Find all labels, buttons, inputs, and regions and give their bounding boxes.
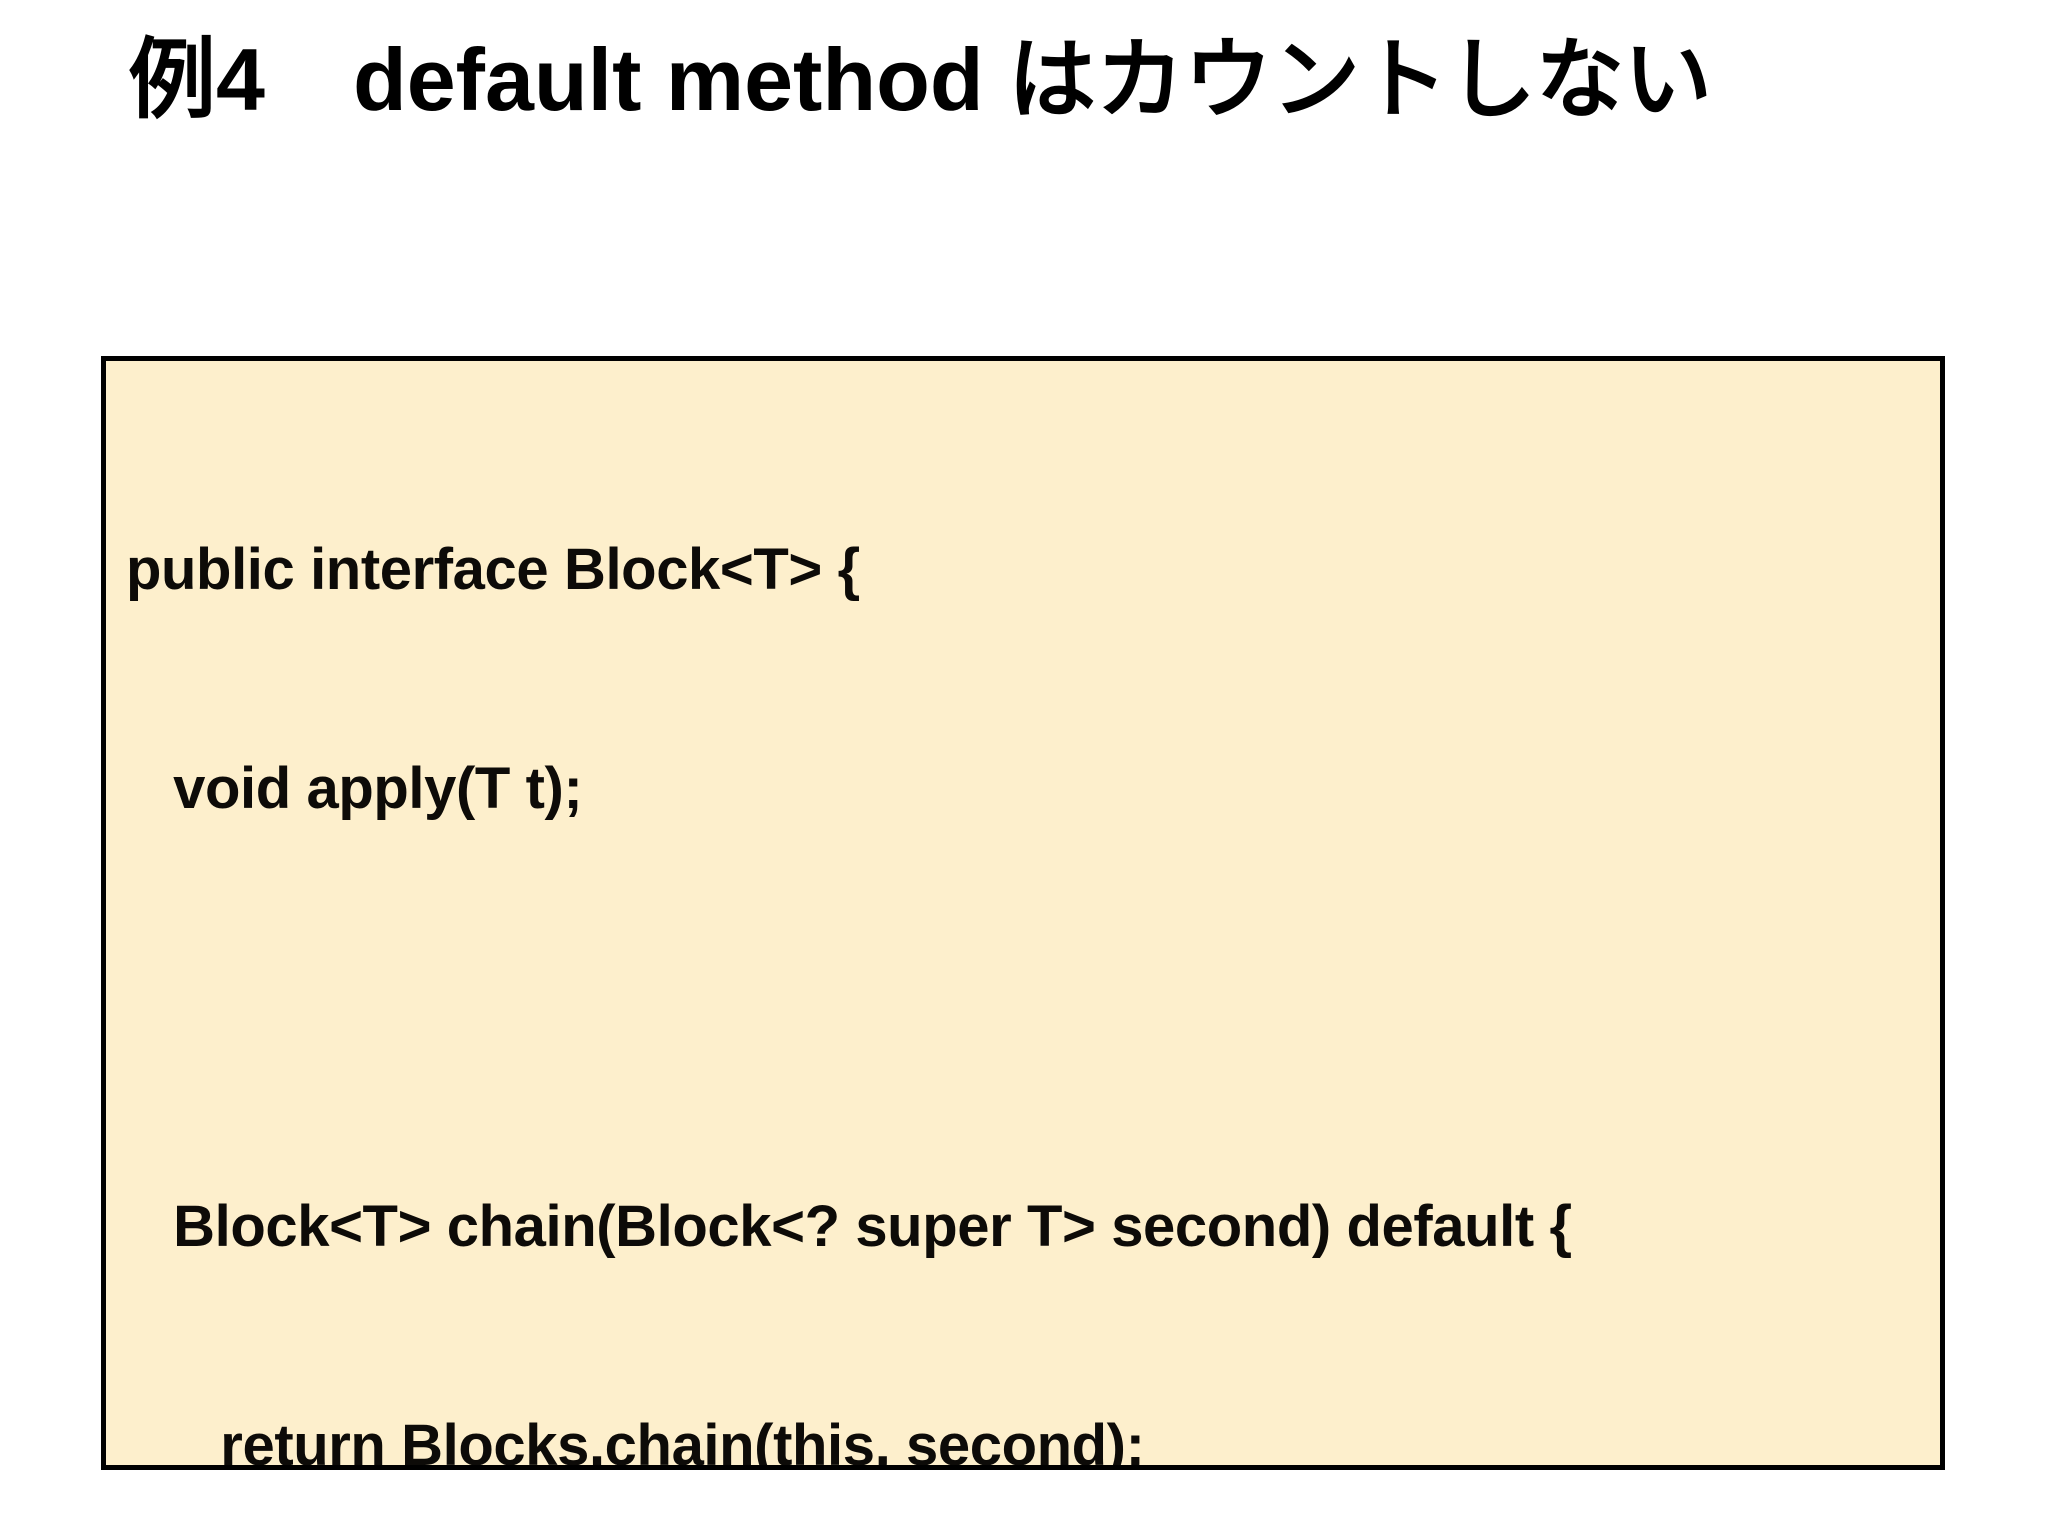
code-block-container: public interface Block<T> { void apply(T… (101, 356, 1945, 1470)
code-line: public interface Block<T> { (126, 537, 860, 602)
code-line: return Blocks.chain(this, second); (126, 1413, 1145, 1470)
code-line: Block<T> chain(Block<? super T> second) … (126, 1194, 1572, 1259)
code-line-blank (126, 971, 1936, 1044)
code-listing: public interface Block<T> { void apply(T… (126, 387, 1936, 1470)
slide-title: 例4 default method はカウントしない (128, 30, 1713, 129)
code-line: void apply(T t); (126, 756, 583, 821)
